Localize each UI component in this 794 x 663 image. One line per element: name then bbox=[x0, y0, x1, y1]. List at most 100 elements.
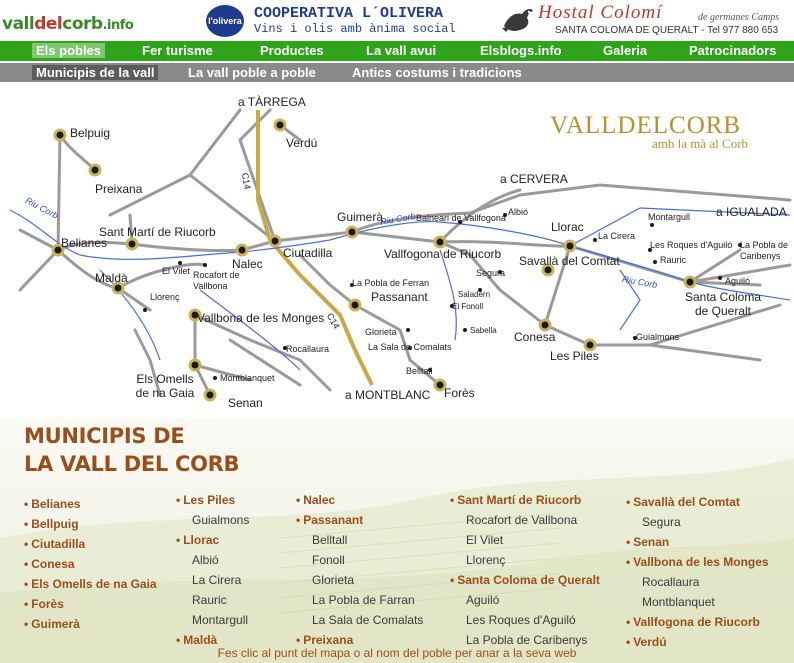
map-town-el-vilet[interactable]: El Vilet bbox=[162, 266, 190, 276]
map-town-rocafort[interactable]: Rocafort de Vallbona bbox=[193, 270, 240, 291]
municipi-subitem-link[interactable]: Belltall bbox=[296, 530, 423, 550]
subnav-poble-a-poble[interactable]: La vall poble a poble bbox=[188, 65, 316, 80]
municipi-link[interactable]: •Santa Coloma de Queralt bbox=[450, 570, 600, 590]
map-town-les-roques[interactable]: Les Roques d'Aguiló bbox=[650, 240, 733, 250]
map-town-vallfogona[interactable]: Vallfogona de Riucorb bbox=[384, 247, 502, 261]
municipi-subitem-link[interactable]: Les Roques d'Aguiló bbox=[450, 610, 600, 630]
municipi-link[interactable]: •Vallbona de les Monges bbox=[626, 552, 769, 572]
municipi-link[interactable]: •Belianes bbox=[24, 494, 157, 514]
map-town-vallbona[interactable]: Vallbona de les Monges bbox=[197, 311, 325, 325]
nav-fer-turisme[interactable]: Fer turisme bbox=[142, 43, 213, 58]
subnav-municipis[interactable]: Municipis de la vall bbox=[32, 65, 159, 80]
municipi-name: Rocafort de Vallbona bbox=[466, 513, 578, 527]
nav-productes[interactable]: Productes bbox=[260, 43, 324, 58]
map-town-el-fonoll[interactable]: El Fonoll bbox=[452, 302, 484, 311]
municipi-link[interactable]: •Guimerà bbox=[24, 614, 157, 634]
site-logo[interactable]: valldelcorb.info bbox=[2, 14, 134, 34]
municipi-link[interactable]: •Vallfogona de Riucorb bbox=[626, 612, 769, 632]
map-town-saladern[interactable]: Saladern bbox=[458, 290, 491, 299]
map-town-sala-comalats[interactable]: La Sala de Comalats bbox=[368, 342, 452, 352]
map-town-belianes[interactable]: Belianes bbox=[61, 236, 108, 250]
bullet-icon: • bbox=[450, 493, 455, 507]
municipi-subitem-link[interactable]: Guialmons bbox=[176, 510, 249, 530]
municipi-link[interactable]: •Els Omells de na Gaia bbox=[24, 574, 157, 594]
nav-la-vall-avui[interactable]: La vall avui bbox=[366, 43, 437, 58]
municipi-link[interactable]: •Conesa bbox=[24, 554, 157, 574]
map-town-montargull[interactable]: Montargull bbox=[648, 212, 691, 222]
municipi-link[interactable]: •Bellpuig bbox=[24, 514, 157, 534]
municipi-link[interactable]: •Maldà bbox=[176, 630, 249, 650]
subnav-costums[interactable]: Antics costums i tradicions bbox=[352, 65, 522, 80]
map-town-sabella[interactable]: Sabella bbox=[470, 326, 497, 335]
map-town-santa-coloma[interactable]: Santa Coloma de Queralt bbox=[684, 290, 762, 318]
map-town-passanant[interactable]: Passanant bbox=[371, 290, 428, 304]
nav-elsblogs[interactable]: Elsblogs.info bbox=[480, 43, 562, 58]
nav-galeria[interactable]: Galeria bbox=[603, 43, 648, 58]
map-town-les-piles[interactable]: Les Piles bbox=[550, 349, 599, 363]
map-town-albio[interactable]: Albió bbox=[508, 207, 529, 217]
bullet-icon: • bbox=[24, 577, 29, 591]
municipi-subitem-link[interactable]: Segura bbox=[626, 512, 769, 532]
map-town-nalec[interactable]: Nalec bbox=[232, 257, 263, 271]
map-town-aguilo[interactable]: Aguiló bbox=[725, 276, 751, 286]
municipi-subitem-link[interactable]: Rauric bbox=[176, 590, 249, 610]
map-town-segura[interactable]: Segura bbox=[476, 268, 506, 278]
map-town-savalla[interactable]: Savallà del Comtat bbox=[519, 254, 620, 268]
coop-title[interactable]: COOPERATIVA L´OLIVERA bbox=[254, 5, 444, 22]
municipi-link[interactable]: •Nalec bbox=[296, 490, 423, 510]
hostal-title[interactable]: Hostal Colomí bbox=[538, 2, 663, 23]
municipi-link[interactable]: •Forès bbox=[24, 594, 157, 614]
municipi-subitem-link[interactable]: La Cirera bbox=[176, 570, 249, 590]
municipi-link[interactable]: •Sant Martí de Riucorb bbox=[450, 490, 600, 510]
nav-els-pobles[interactable]: Els pobles bbox=[32, 43, 106, 58]
map-town-guialmons[interactable]: Guialmons bbox=[636, 332, 680, 342]
municipi-subitem-link[interactable]: Albió bbox=[176, 550, 249, 570]
map-town-preixana[interactable]: Preixana bbox=[95, 182, 143, 196]
map-town-pobla-ferran[interactable]: La Pobla de Ferran bbox=[352, 278, 430, 288]
municipi-subitem-link[interactable]: La Pobla de Farran bbox=[296, 590, 423, 610]
municipi-subitem-link[interactable]: Glorieta bbox=[296, 570, 423, 590]
municipi-link[interactable]: •Llorac bbox=[176, 530, 249, 550]
map-town-balneari[interactable]: Balneari de Vallfogona bbox=[416, 213, 506, 223]
municipi-subitem-link[interactable]: El Vilet bbox=[450, 530, 600, 550]
olivera-logo[interactable]: l'olivera bbox=[206, 5, 244, 37]
bullet-icon: • bbox=[24, 537, 29, 551]
map-town-fores[interactable]: Forès bbox=[444, 386, 475, 400]
map-town-glorieta[interactable]: Glorieta bbox=[365, 327, 397, 337]
map-town-sant-marti[interactable]: Sant Martí de Riucorb bbox=[99, 225, 216, 239]
municipi-subitem-link[interactable]: Montblanquet bbox=[626, 592, 769, 612]
map-town-belltall[interactable]: Belltall bbox=[406, 366, 433, 376]
main-nav: Els pobles Fer turisme Productes La vall… bbox=[0, 41, 794, 61]
municipi-subitem-link[interactable]: La Sala de Comalats bbox=[296, 610, 423, 630]
municipi-link[interactable]: •Passanant bbox=[296, 510, 423, 530]
municipi-link[interactable]: •Les Piles bbox=[176, 490, 249, 510]
map-town-rauric[interactable]: Rauric bbox=[660, 255, 687, 265]
municipi-link[interactable]: •Savallà del Comtat bbox=[626, 492, 769, 512]
map-town-llorenc[interactable]: Llorenç bbox=[150, 292, 180, 302]
map-town-malda[interactable]: Maldà bbox=[95, 271, 128, 285]
municipi-subitem-link[interactable]: Aguiló bbox=[450, 590, 600, 610]
municipi-subitem-link[interactable]: La Pobla de Caribenys bbox=[450, 630, 600, 650]
map-town-senan[interactable]: Senan bbox=[228, 396, 263, 410]
map-town-la-cirera[interactable]: La Cirera bbox=[598, 231, 636, 241]
map-town-conesa[interactable]: Conesa bbox=[514, 330, 556, 344]
municipi-link[interactable]: •Ciutadilla bbox=[24, 534, 157, 554]
municipi-subitem-link[interactable]: Rocallaura bbox=[626, 572, 769, 592]
nav-patrocinadors[interactable]: Patrocinadors bbox=[689, 43, 777, 58]
map-town-verdu[interactable]: Verdú bbox=[286, 136, 318, 150]
municipi-subitem-link[interactable]: Montargull bbox=[176, 610, 249, 630]
municipi-subitem-link[interactable]: Fonoll bbox=[296, 550, 423, 570]
map-town-guimera[interactable]: Guimerà bbox=[337, 210, 384, 224]
municipi-link[interactable]: •Senan bbox=[626, 532, 769, 552]
municipi-link[interactable]: •Verdú bbox=[626, 632, 769, 652]
map-town-bellpuig[interactable]: Belpuig bbox=[70, 126, 111, 140]
map-town-ciutadilla[interactable]: Ciutadilla bbox=[283, 246, 333, 260]
municipi-subitem-link[interactable]: Rocafort de Vallbona bbox=[450, 510, 600, 530]
map-town-omells[interactable]: Els Omells de na Gaia bbox=[135, 372, 195, 400]
municipi-link[interactable]: •Preixana bbox=[296, 630, 423, 650]
map-town-llorac[interactable]: Llorac bbox=[551, 220, 584, 234]
municipi-subitem-link[interactable]: Llorenç bbox=[450, 550, 600, 570]
map-town-montblanquet[interactable]: Montblanquet bbox=[220, 373, 275, 383]
map-town-rocallaura[interactable]: Rocallaura bbox=[286, 344, 330, 354]
map-town-pobla-caribenys[interactable]: La Pobla de Caribenys bbox=[740, 240, 789, 261]
